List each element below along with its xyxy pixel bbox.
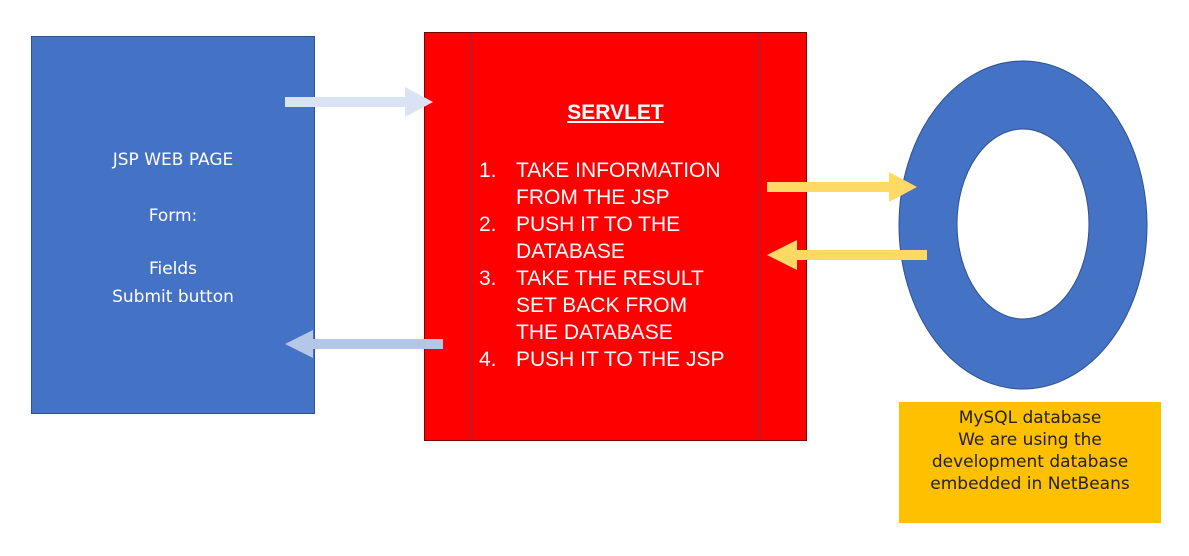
servlet-right-divider — [759, 33, 760, 440]
note-line: development database — [931, 452, 1129, 472]
jsp-form-label: Form: — [148, 206, 198, 226]
step-line: DATABASE — [516, 240, 625, 263]
step-number: 3. — [479, 267, 497, 290]
arrow-servlet-to-jsp — [285, 330, 443, 358]
step-number: 1. — [479, 159, 497, 182]
jsp-web-page-box: JSP WEB PAGE Form: Fields Submit button — [31, 36, 315, 414]
step-number: 2. — [479, 213, 497, 236]
arrow-database-to-servlet — [767, 240, 927, 270]
arrow-jsp-to-servlet — [285, 87, 433, 117]
jsp-submit-label: Submit button — [112, 287, 234, 307]
jsp-title: JSP WEB PAGE — [112, 150, 234, 170]
note-line: embedded in NetBeans — [930, 474, 1130, 494]
note-line: MySQL database — [958, 408, 1102, 428]
step-line: TAKE INFORMATION — [516, 159, 721, 182]
servlet-left-divider — [471, 33, 472, 440]
servlet-step: 3. TAKE THE RESULT SET BACK FROM THE DAT… — [479, 265, 756, 346]
servlet-step: 2. PUSH IT TO THE DATABASE — [479, 211, 756, 265]
step-line: THE DATABASE — [516, 321, 673, 344]
step-line: SET BACK FROM — [516, 294, 688, 317]
servlet-step: 1. TAKE INFORMATION FROM THE JSP — [479, 157, 756, 211]
jsp-fields-label: Fields — [148, 259, 198, 279]
database-cylinder-icon — [898, 60, 1148, 390]
note-line: We are using the — [958, 430, 1102, 450]
step-line: PUSH IT TO THE JSP — [516, 348, 725, 371]
step-number: 4. — [479, 348, 497, 371]
step-line: TAKE THE RESULT — [516, 267, 704, 290]
database-note: MySQL database We are using the developm… — [899, 402, 1161, 523]
arrow-servlet-to-database — [767, 172, 917, 202]
servlet-steps-list: 1. TAKE INFORMATION FROM THE JSP 2. PUSH… — [479, 157, 756, 373]
servlet-step: 4. PUSH IT TO THE JSP — [479, 346, 756, 373]
step-line: FROM THE JSP — [516, 186, 670, 209]
servlet-title: SERVLET — [567, 101, 664, 124]
servlet-box: SERVLET 1. TAKE INFORMATION FROM THE JSP… — [424, 32, 807, 441]
step-line: PUSH IT TO THE — [516, 213, 681, 236]
